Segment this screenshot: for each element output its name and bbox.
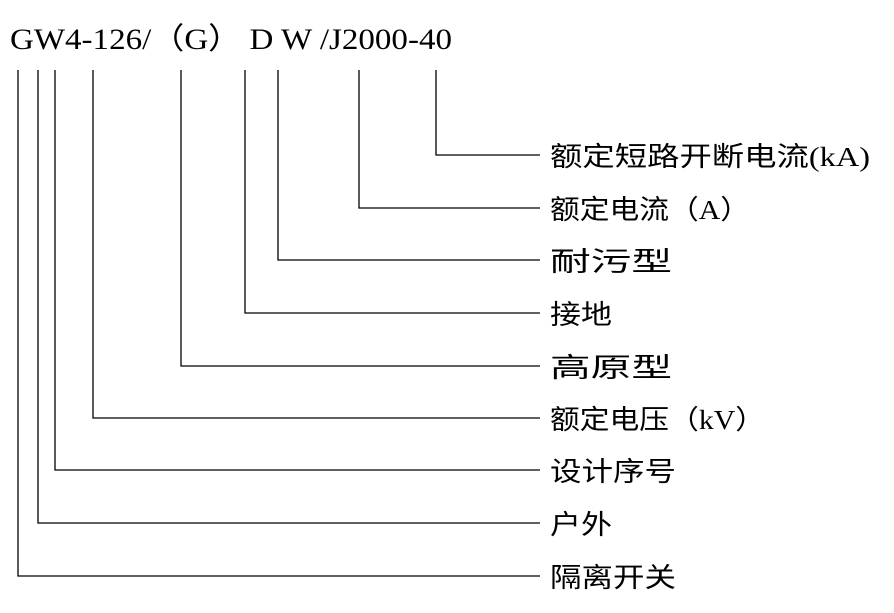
label-anti-pollution: 耐污型 (550, 247, 672, 277)
leader-line-grounding (244, 70, 540, 314)
label-outdoor: 户外 (550, 510, 612, 540)
label-disconnector: 隔离开关 (550, 563, 676, 593)
leader-line-rated-current (358, 70, 540, 209)
label-breaking-current: 额定短路开断电流(kA) (550, 142, 870, 172)
labels: 额定短路开断电流(kA) 额定电流（A） 耐污型 接地 高原型 额定电压（kV）… (550, 142, 870, 593)
leader-line-plateau (180, 70, 540, 367)
leader-line-design-number (54, 70, 540, 471)
leader-line-outdoor (37, 70, 540, 524)
label-design-number: 设计序号 (550, 457, 676, 487)
label-rated-voltage: 额定电压（kV） (550, 405, 765, 435)
label-rated-current: 额定电流（A） (550, 195, 750, 225)
leader-line-disconnector (17, 70, 540, 577)
model-code: GW4-126/（G） D W /J2000-40 (10, 23, 452, 56)
leader-line-anti-pollution (277, 70, 540, 261)
label-grounding: 接地 (550, 300, 612, 330)
leader-line-breaking-current (435, 70, 540, 156)
leader-lines (17, 70, 540, 577)
leader-line-rated-voltage (92, 70, 540, 419)
label-plateau: 高原型 (550, 353, 672, 383)
